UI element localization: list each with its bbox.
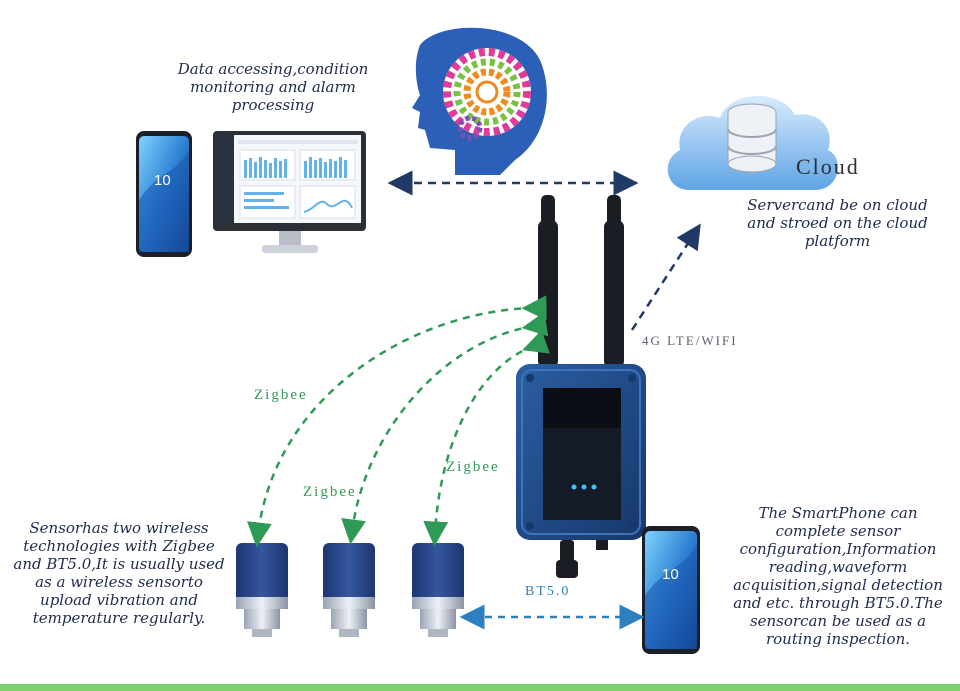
phone-desc-note: The SmartPhone can complete sensor confi…	[733, 504, 943, 648]
sensor-1	[236, 543, 288, 637]
gateway-cloud-arrow	[630, 223, 701, 331]
data-access-note: Data accessing,condition monitoring and …	[177, 60, 369, 114]
left-smartphone	[136, 131, 192, 257]
desktop-monitor	[213, 131, 366, 253]
zigbee-label-2: Zigbee	[303, 484, 357, 500]
right-phone-screen-number: 10	[662, 566, 679, 583]
zigbee-arrow-2	[341, 311, 549, 545]
bottom-bar	[0, 684, 960, 691]
sensor-desc-note: Sensorhas two wireless technologies with…	[13, 519, 225, 627]
sensor-2	[323, 543, 375, 637]
zigbee-label-3: Zigbee	[446, 459, 500, 475]
gateway-device	[516, 195, 646, 578]
right-smartphone	[642, 526, 700, 654]
sensor-3	[412, 543, 464, 637]
cloud-title: Cloud	[796, 154, 860, 179]
zigbee-label-1: Zigbee	[254, 387, 308, 403]
cloud-server	[667, 95, 838, 190]
cloud-desc-note: Servercand be on cloud and stroed on the…	[747, 196, 928, 250]
ai-head-logo	[412, 27, 547, 175]
left-phone-screen-number: 10	[154, 172, 171, 189]
lte-wifi-label: 4G LTE/WIFI	[642, 333, 738, 348]
bt-label: BT5.0	[525, 584, 571, 599]
zigbee-arrow-3	[423, 330, 550, 547]
